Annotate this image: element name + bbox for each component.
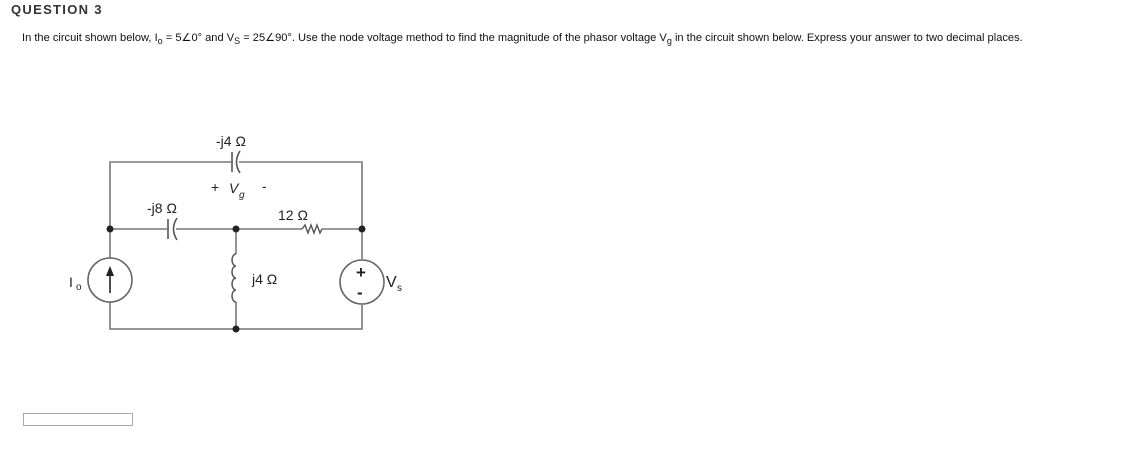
node-dot [358,225,366,233]
vg-symbol: V [229,180,240,196]
vs-subscript: S [234,36,241,46]
voltage-source-plus: + [356,263,366,282]
capacitor-left-icon [167,217,178,241]
voltage-source-icon [339,259,385,305]
capacitor-top-icon [231,150,241,174]
question-text-part: In the circuit shown below, I [22,32,158,44]
node-dot [106,225,114,233]
voltage-source-minus: - [357,283,363,302]
voltage-source-subscript: s [397,283,402,294]
question-text-part: in the circuit shown below. Express your… [671,32,1023,44]
question-text: In the circuit shown below, Io = 5∠0° an… [22,31,1023,46]
node-dot [232,325,240,333]
io-subscript: o [157,36,163,46]
vg-minus: - [262,178,267,194]
circuit-nodes [106,225,366,333]
resistor-label: 12 Ω [278,207,308,223]
inductor-label: j4 Ω [251,271,277,287]
current-source-icon [87,257,133,303]
resistor-icon [301,223,323,235]
current-source-label: I [69,274,73,290]
vg-plus: + [211,179,219,195]
inductor-icon [231,253,237,303]
question-text-part: = 25∠90°. Use the node voltage method to… [240,32,667,44]
vg-subscript-label: g [239,190,245,201]
question-title: QUESTION 3 [11,2,103,17]
left-capacitor-label: -j8 Ω [147,200,177,216]
question-text-part: = 5∠0° and V [162,32,235,44]
vg-subscript: g [666,36,672,46]
current-source-subscript: o [76,282,82,293]
top-capacitor-label: -j4 Ω [216,133,246,149]
node-dot [232,225,240,233]
voltage-source-label: V [386,274,397,291]
answer-input[interactable] [23,413,133,426]
